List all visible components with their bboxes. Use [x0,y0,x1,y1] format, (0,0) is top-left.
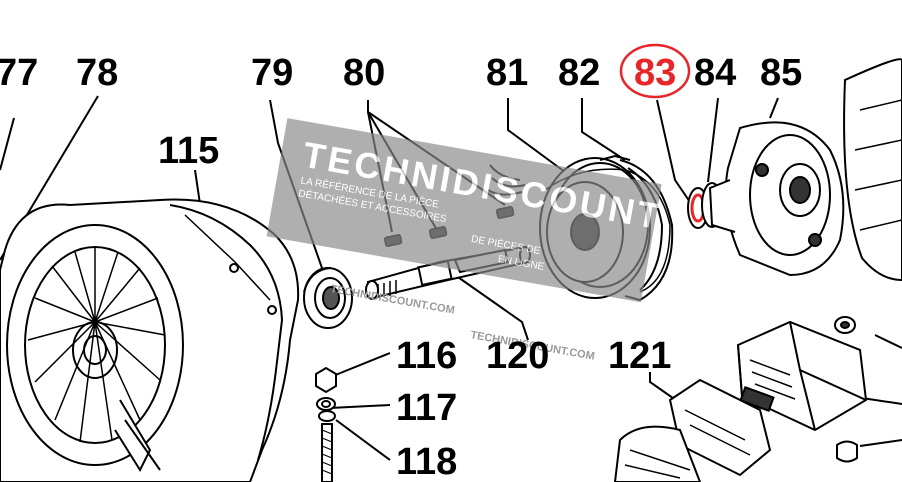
label-80: 80 [343,52,385,94]
label-84: 84 [694,52,736,94]
label-81: 81 [486,52,528,94]
label-115: 115 [158,130,219,172]
label-82: 82 [558,52,600,94]
motor-housing-part-115 [0,198,300,482]
label-78: 78 [76,52,118,94]
end-bell-part-84-85 [708,58,902,282]
fasteners-part-116-118 [315,366,337,482]
label-118: 118 [396,441,457,482]
label-117: 117 [396,387,457,429]
label-85: 85 [760,52,802,94]
label-116: 116 [396,335,457,377]
label-79: 79 [251,52,293,94]
highlight-circle-83 [619,43,691,99]
label-77: 77 [0,52,38,94]
part-labels: 77 78 79 80 81 82 83 84 85 115 116 120 1… [0,43,802,482]
bearing-part-79 [303,267,353,329]
label-121: 121 [608,335,671,377]
field-coil-part-82 [599,154,674,302]
electronic-module-part-121 [613,316,868,482]
label-83: 83 [634,52,676,94]
label-120: 120 [486,335,549,377]
